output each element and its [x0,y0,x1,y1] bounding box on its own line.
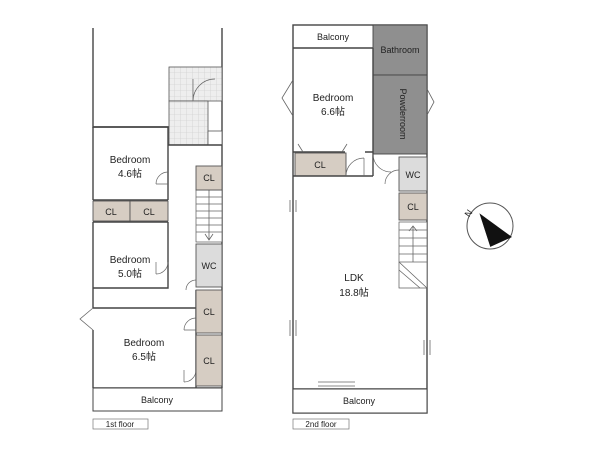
wall-bedroom2 [93,222,169,289]
room-2f-bedroom-name: Bedroom [313,93,354,104]
room-1f-3-name: Bedroom [124,338,165,349]
room-2f-ldk-size: 18.8帖 [339,286,368,299]
closet-1f-left-a-label: CL [105,207,117,217]
caption-box-1f [92,418,149,430]
closet-1f-hall-label: CL [203,173,215,183]
bay-window-bedroom-2f [281,79,294,117]
closet-1f-hall [195,165,223,191]
window-ldk-lower [289,320,297,336]
balcony-1f [92,387,223,412]
room-1f-1-name: Bedroom [110,155,151,166]
entrance-tile-upper [168,66,223,102]
caption-1f: 1st floor [106,420,135,429]
closet-2f-bedroom-label: CL [314,160,326,170]
room-1f-2-name: Bedroom [110,255,151,266]
labels-1f: Bedroom 4.6帖 Bedroom 5.0帖 Bedroom 6.5帖 C… [105,155,217,429]
window-ldk-bottom [318,381,355,387]
closet-1f-lower-b [195,334,223,387]
balcony-2f-bottom-label: Balcony [343,396,376,406]
window-ldk-upper [289,200,297,212]
caption-2f: 2nd floor [305,420,336,429]
compass [466,202,514,250]
bathroom-2f [372,24,428,76]
labels-2f: Balcony Bathroom Powderroom Bedroom 6.6帖… [305,32,421,429]
wc-1f-label: WC [202,261,217,271]
closet-1f-left-b [129,200,169,222]
first-floor-plan [79,28,223,430]
wc-2f [398,156,428,192]
room-2f-ldk-name: LDK [344,273,364,284]
wall-bedroom1 [93,126,222,200]
wall-1f-left-upper [92,28,169,128]
compass-north-label: N [463,208,475,219]
powder-room-2f-label: Powderroom [398,88,408,139]
entrance-door-swing [192,78,216,102]
closet-1f-lower-a [195,289,223,334]
room-2f-bedroom-size: 6.6帖 [321,105,345,118]
closet-2f-hall-label: CL [407,202,419,212]
closet-2f-hall [398,192,428,221]
closet-1f-left-b-label: CL [143,207,155,217]
balcony-2f-top-label: Balcony [317,32,350,42]
entrance-tile-lower [168,100,209,146]
balcony-2f-bottom [292,388,428,414]
room-1f-1-size: 4.6帖 [118,167,142,180]
wc-1f [195,243,223,288]
room-1f-3-size: 6.5帖 [132,350,156,363]
balcony-1f-label: Balcony [141,395,174,405]
room-1f-2-size: 5.0帖 [118,267,142,280]
closet-1f-lower-a-label: CL [203,307,215,317]
wall-closet-band [93,199,168,223]
bay-window-bedroom3 [79,307,94,331]
wc-2f-label: WC [406,170,421,180]
caption-box-2f [292,418,350,430]
second-floor-plan [281,24,435,430]
bathroom-2f-label: Bathroom [380,45,419,55]
closet-1f-lower-b-label: CL [203,356,215,366]
